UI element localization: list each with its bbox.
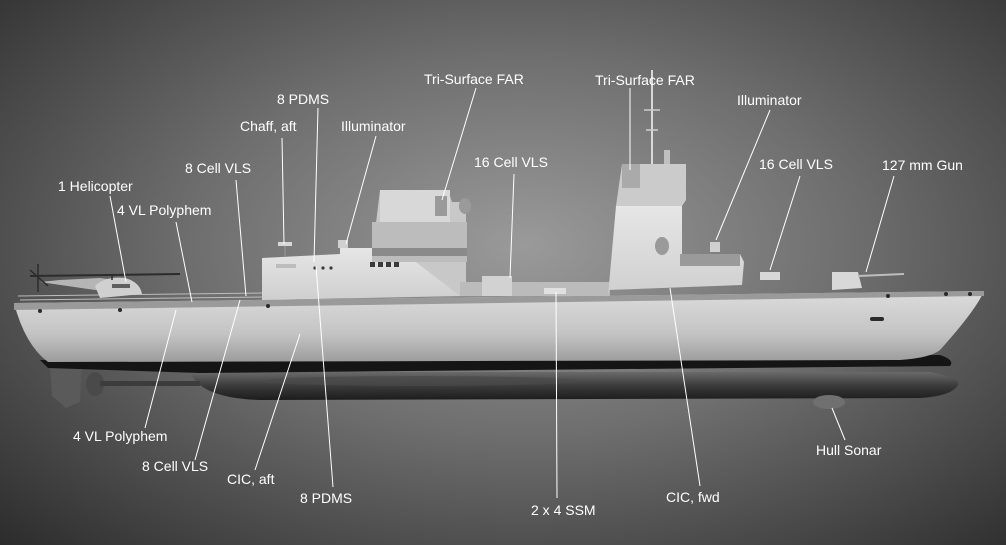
label-cic-fwd: CIC, fwd (666, 489, 720, 505)
label-chaff-aft: Chaff, aft (240, 118, 297, 134)
label-far-aft: Tri-Surface FAR (424, 71, 524, 87)
label-gun: 127 mm Gun (882, 157, 963, 173)
label-vls16-mid: 16 Cell VLS (474, 154, 548, 170)
label-illuminator-aft: Illuminator (341, 118, 406, 134)
sonar-dome (813, 395, 845, 409)
main-hull (14, 291, 984, 362)
label-helicopter: 1 Helicopter (58, 178, 133, 194)
label-vls16-fwd: 16 Cell VLS (759, 156, 833, 172)
label-illuminator-fwd: Illuminator (737, 92, 802, 108)
label-polyphem-top: 4 VL Polyphem (117, 202, 212, 218)
label-pdms8-top: 8 PDMS (277, 91, 330, 107)
portholes (38, 292, 972, 321)
underwater-hull (190, 372, 959, 400)
label-vls8-bottom: 8 Cell VLS (142, 458, 209, 474)
label-polyphem-bottom: 4 VL Polyphem (73, 428, 168, 444)
flight-deck-rail (17, 292, 263, 301)
label-cic-aft: CIC, aft (227, 471, 275, 487)
label-pdms8-bottom: 8 PDMS (300, 490, 353, 506)
aft-far-mast (372, 190, 471, 296)
helicopter (29, 264, 181, 298)
label-hull-sonar: Hull Sonar (816, 442, 882, 458)
leader-lines (109, 87, 895, 499)
label-vls8-top: 8 Cell VLS (185, 160, 252, 176)
fwd-superstructure (608, 206, 744, 296)
label-far-fwd: Tri-Surface FAR (595, 72, 695, 88)
label-ssm: 2 x 4 SSM (531, 502, 596, 518)
rudder-propeller (50, 366, 200, 408)
midship-structures (460, 276, 610, 296)
fwd-mast (616, 70, 686, 206)
gun-turret (832, 272, 905, 290)
